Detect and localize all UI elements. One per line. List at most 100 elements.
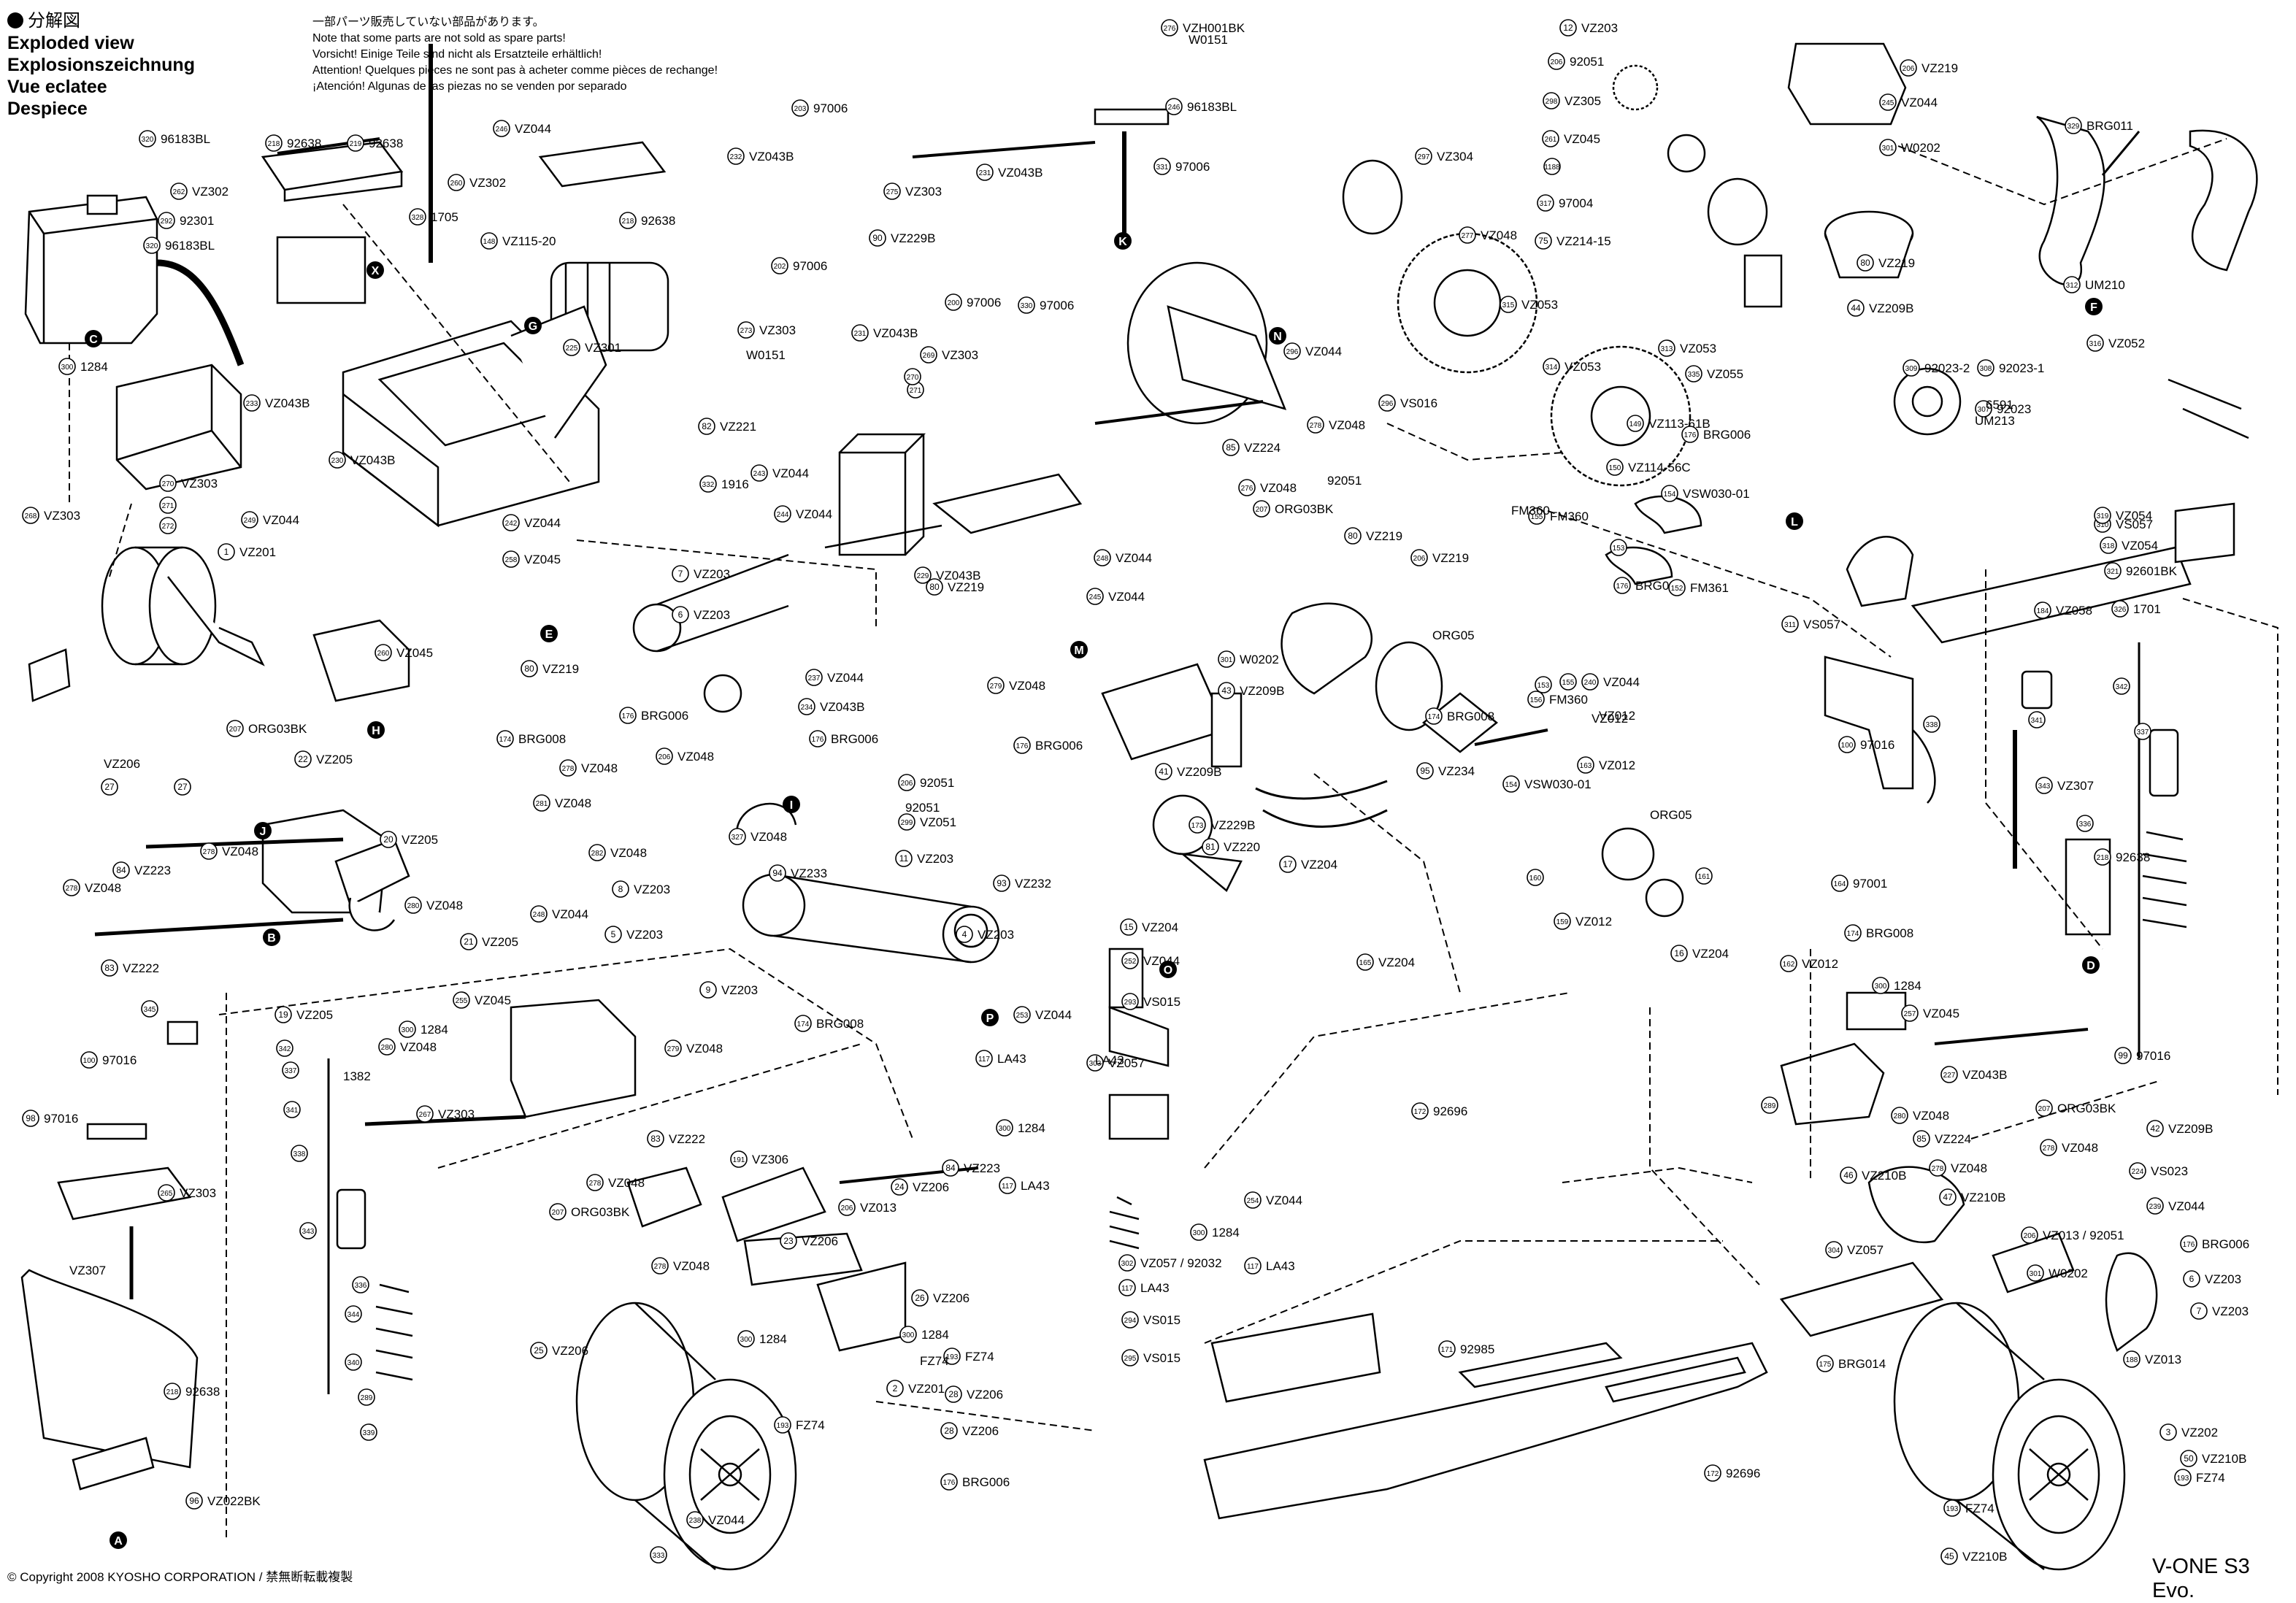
callout-number: 75 <box>1538 236 1548 246</box>
front-bulkhead-drawing <box>94 619 410 937</box>
callout-circle <box>1356 953 1374 971</box>
part-callout: 338 <box>1923 715 1940 733</box>
part-code: W0202 <box>2049 1266 2088 1280</box>
callout-number: 19 <box>278 1010 288 1020</box>
marker-letter: P <box>986 1012 994 1025</box>
part-code: 96183BL <box>1187 100 1237 114</box>
callout-number: 301 <box>2030 1270 2042 1278</box>
part-code: VZ043B <box>265 396 310 410</box>
assembly-marker: B <box>263 929 280 946</box>
part-code: VZ043B <box>873 326 918 340</box>
callout-circle <box>22 1110 39 1127</box>
callout-number: 312 <box>2066 282 2078 290</box>
callout-number: 46 <box>1843 1170 1854 1180</box>
callout-circle <box>1543 358 1560 375</box>
part-callout: 161 <box>1695 867 1713 885</box>
callout-circle <box>1844 924 1862 942</box>
callout-circle <box>101 959 118 977</box>
part-code: VZ048 <box>581 761 618 775</box>
callout-number: 117 <box>1121 1285 1133 1293</box>
part-code: VZ057 / 92032 <box>1140 1256 1222 1270</box>
part-code: VZ012 <box>1575 915 1612 929</box>
callout-circle <box>282 1061 299 1079</box>
callout-number: 206 <box>1551 58 1563 66</box>
callout-circle <box>141 1000 158 1018</box>
callout-circle <box>774 1416 791 1434</box>
callout-circle <box>241 511 258 528</box>
part-code: FZ74 <box>1965 1502 1994 1515</box>
callout-number: 172 <box>1414 1108 1427 1116</box>
part-code: VZ205 <box>316 753 353 766</box>
callout-number: 83 <box>650 1134 661 1144</box>
callout-circle <box>1118 1254 1136 1272</box>
callout-circle <box>1279 856 1297 873</box>
part-code: VZ045 <box>475 993 511 1007</box>
callout-number: 174 <box>1847 930 1859 938</box>
callout-circle <box>399 1020 416 1038</box>
part-code: BRG006 <box>831 732 878 746</box>
part-code: VZ048 <box>608 1176 645 1190</box>
callout-number: 219 <box>350 140 362 148</box>
marker-letter: L <box>1791 516 1798 528</box>
callout-number: 246 <box>496 126 508 134</box>
callout-circle <box>1222 439 1240 456</box>
callout-number: 279 <box>667 1045 680 1053</box>
part-code: VZ203 <box>721 983 758 997</box>
note-jp: 一部パーツ販売していない部品があります。 <box>312 16 545 28</box>
callout-number: 117 <box>1002 1183 1013 1191</box>
callout-number: 328 <box>412 214 424 222</box>
part-code: 92696 <box>1433 1104 1467 1118</box>
assembly-marker: G <box>524 317 542 334</box>
part-label: VZ206 <box>104 757 140 771</box>
callout-circle <box>2104 562 2122 580</box>
callout-circle <box>159 474 177 492</box>
callout-number: 80 <box>1860 258 1870 268</box>
header: 分解図 Exploded view Explosionszeichnung Vu… <box>7 10 195 120</box>
callout-circle <box>159 496 177 514</box>
part-code: VZ043B <box>749 150 794 164</box>
callout-circle <box>559 759 577 777</box>
callout-circle <box>1253 500 1270 518</box>
callout-circle <box>851 324 869 342</box>
callout-number: 271 <box>910 387 922 395</box>
part-code: VZ044 <box>524 516 561 530</box>
callout-number: 278 <box>589 1180 602 1188</box>
callout-number: 234 <box>801 704 813 712</box>
assembly-marker: P <box>981 1009 999 1026</box>
callout-number: 45 <box>1944 1551 1954 1561</box>
callout-number: 307 <box>1978 406 1990 414</box>
callout-circle <box>1190 1223 1207 1241</box>
callout-circle <box>942 1159 959 1177</box>
callout-number: 338 <box>293 1150 306 1158</box>
part-callout: 271 <box>907 381 924 399</box>
part-label: ORG05 <box>1432 628 1475 642</box>
callout-number: 230 <box>331 457 344 465</box>
part-code: VZ201 <box>908 1382 945 1396</box>
left-front-shock-drawing <box>20 1020 413 1491</box>
part-code: VZ044 <box>1603 675 1640 689</box>
part-code: VZ305 <box>1564 94 1601 108</box>
part-code: 97016 <box>44 1112 78 1126</box>
